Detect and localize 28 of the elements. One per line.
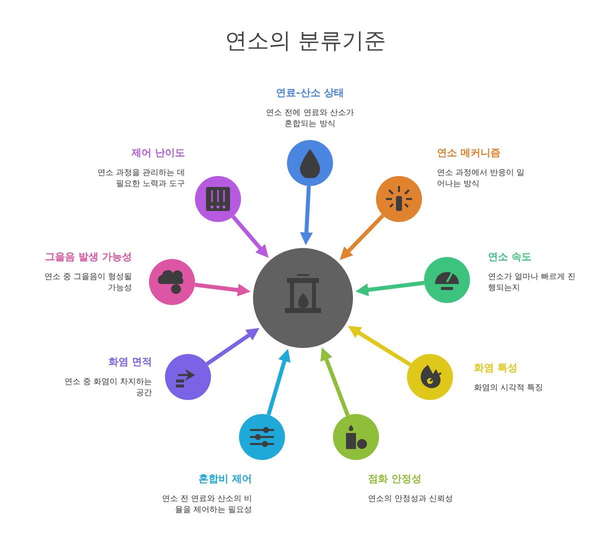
category-description: 연소 과정에서 반응이 일어나는 방식 — [437, 168, 526, 190]
category-heading: 연소 속도 — [488, 251, 532, 264]
arrow — [340, 214, 384, 260]
arrow — [355, 280, 424, 296]
arrow — [231, 215, 269, 258]
category-description: 연소 전 연료와 산소의 비율을 제어하는 필요성 — [160, 494, 252, 516]
category-description: 연소 과정을 관리하는 데 필요한 노력과 도구 — [96, 168, 185, 190]
arrow — [348, 326, 412, 367]
category-description: 연소의 안정성과 신뢰성 — [368, 494, 454, 505]
arrow — [206, 328, 260, 366]
diagram-title: 연소의 분류기준 — [224, 28, 387, 56]
category-description: 연소 전에 연료와 산소가 혼합되는 방식 — [265, 108, 355, 130]
category-heading: 화염 면적 — [108, 356, 152, 369]
category-heading: 점화 안정성 — [368, 473, 422, 486]
arrow — [194, 282, 250, 296]
category-description: 연소 중 화염이 차지하는 공간 — [64, 377, 152, 399]
arrow — [266, 348, 291, 416]
arrow — [300, 186, 313, 246]
category-heading: 연소 메커니즘 — [437, 147, 500, 160]
category-description: 연소가 얼마나 빠르게 진행되는지 — [488, 272, 577, 294]
category-heading: 제어 난이도 — [132, 147, 185, 160]
category-heading: 연료-산소 상태 — [276, 87, 344, 100]
category-heading: 그을음 발생 가능성 — [45, 251, 132, 264]
category-heading: 혼합비 제어 — [198, 473, 252, 486]
category-heading: 화염 특성 — [474, 362, 518, 375]
category-description: 화염의 시각적 특징 — [474, 383, 544, 394]
arrow — [320, 347, 350, 416]
category-description: 연소 중 그을음이 형성될 가능성 — [43, 272, 132, 294]
